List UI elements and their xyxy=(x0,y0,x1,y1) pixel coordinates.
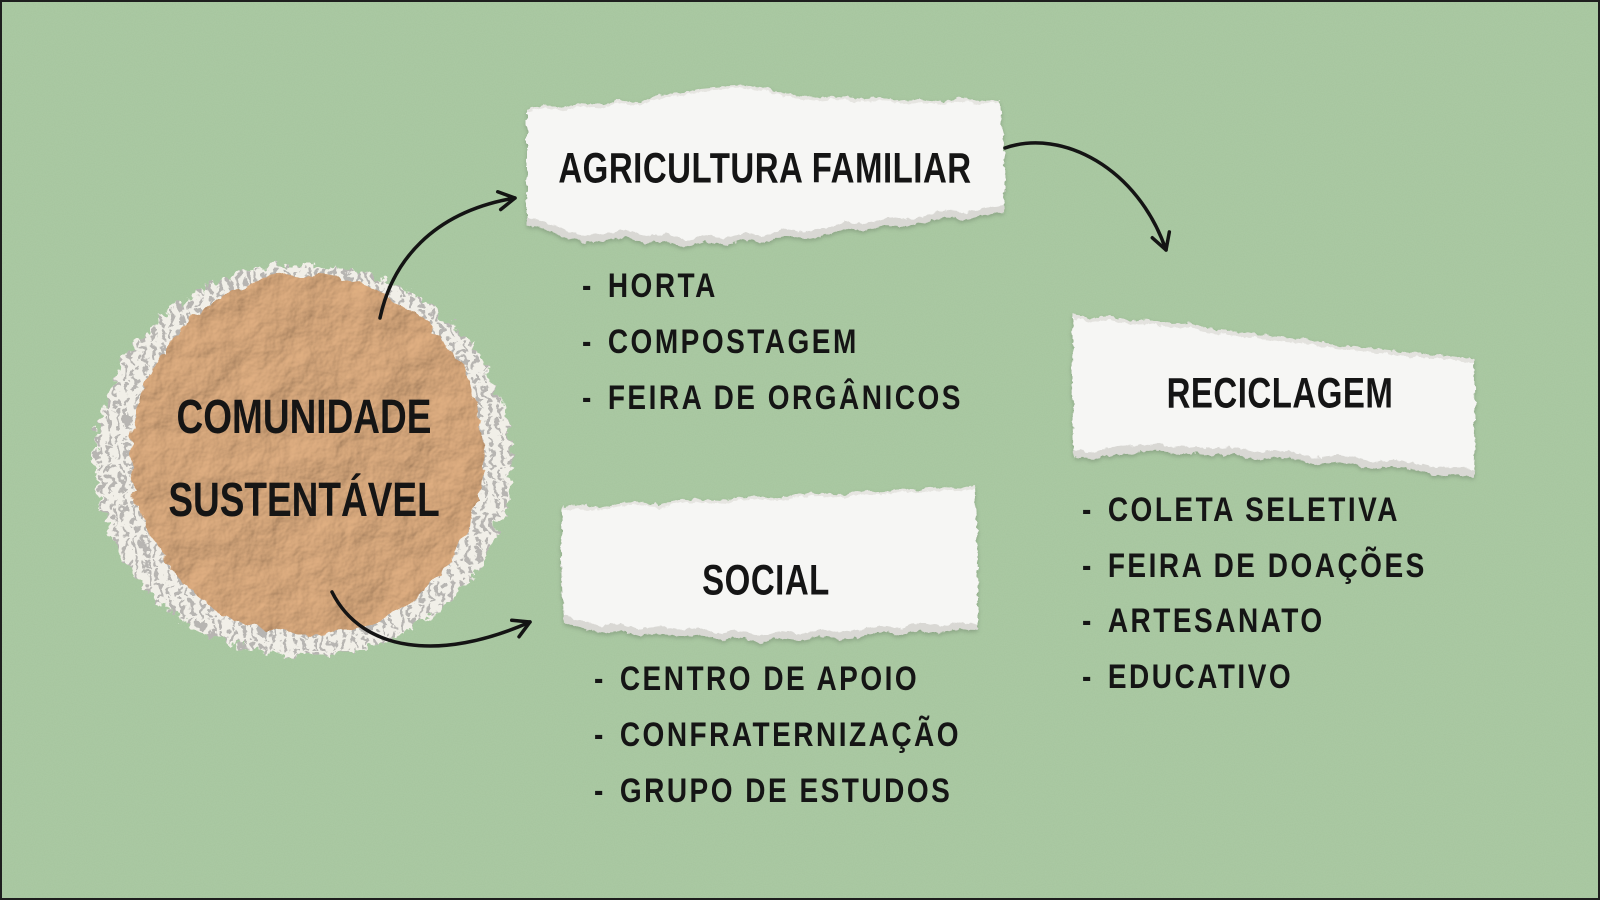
bullet-dash: - xyxy=(1082,657,1094,695)
list-item-label: CONFRATERNIZAÇÃO xyxy=(619,715,962,754)
list-item: -CENTRO DE APOIO xyxy=(594,645,961,713)
kraft-paper-circle xyxy=(128,272,480,632)
list-item: -EDUCATIVO xyxy=(1082,642,1427,710)
bullet-dash: - xyxy=(1082,490,1094,529)
reciclagem-list: -COLETA SELETIVA -FEIRA DE DOAÇÕES -ARTE… xyxy=(1082,482,1427,704)
curved-arrow-icon xyxy=(1003,141,1172,252)
bullet-dash: - xyxy=(1082,601,1094,640)
social-list: -CENTRO DE APOIO -CONFRATERNIZAÇÃO -GRUP… xyxy=(594,651,961,819)
agricultura-familiar-list: -HORTA -COMPOSTAGEM -FEIRA DE ORGÂNICOS xyxy=(582,258,963,426)
list-item-label: GRUPO DE ESTUDOS xyxy=(619,771,953,810)
list-item-label: HORTA xyxy=(607,266,718,305)
bullet-dash: - xyxy=(582,322,594,361)
bullet-dash: - xyxy=(594,659,606,698)
bullet-dash: - xyxy=(594,715,606,754)
list-item-label: EDUCATIVO xyxy=(1107,657,1294,695)
list-item: -FEIRA DE DOAÇÕES xyxy=(1082,531,1427,599)
list-item: -COMPOSTAGEM xyxy=(582,308,963,376)
list-item: -HORTA xyxy=(582,252,963,320)
list-item-label: FEIRA DE ORGÂNICOS xyxy=(607,378,963,417)
bullet-dash: - xyxy=(582,378,594,417)
social-heading: SOCIAL xyxy=(702,555,830,604)
list-item: -ARTESANATO xyxy=(1082,587,1427,655)
list-item: -FEIRA DE ORGÂNICOS xyxy=(582,364,963,432)
reciclagem-heading: RECICLAGEM xyxy=(1166,368,1394,417)
list-item-label: COLETA SELETIVA xyxy=(1107,490,1400,529)
list-item-label: FEIRA DE DOAÇÕES xyxy=(1107,546,1427,584)
list-item-label: CENTRO DE APOIO xyxy=(619,659,920,698)
list-item-label: ARTESANATO xyxy=(1107,601,1325,640)
list-item: -CONFRATERNIZAÇÃO xyxy=(594,701,961,769)
list-item: -COLETA SELETIVA xyxy=(1082,476,1427,544)
bullet-dash: - xyxy=(594,771,606,810)
bullet-dash: - xyxy=(582,266,594,305)
agricultura-familiar-heading: AGRICULTURA FAMILIAR xyxy=(558,143,972,192)
curved-arrow-icon xyxy=(330,590,532,648)
central-node-title: COMUNIDADE SUSTENTÁVEL xyxy=(168,390,440,527)
bullet-dash: - xyxy=(1082,546,1094,584)
list-item: -GRUPO DE ESTUDOS xyxy=(594,757,961,825)
list-item-label: COMPOSTAGEM xyxy=(607,322,859,361)
curved-arrow-icon xyxy=(378,190,517,320)
